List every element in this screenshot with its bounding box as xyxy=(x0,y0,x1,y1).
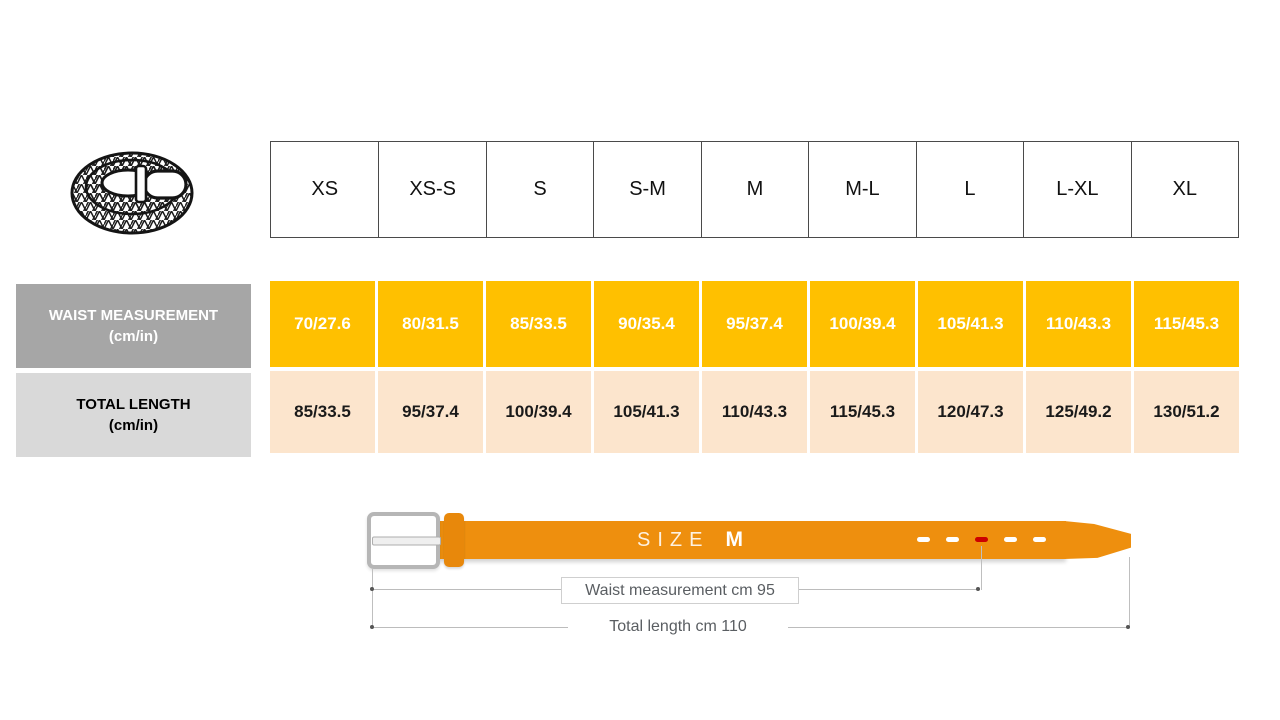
waist-value-cell: 70/27.6 xyxy=(270,281,375,367)
size-header-cell: XS-S xyxy=(378,142,485,237)
tip-guide-line xyxy=(1129,557,1130,627)
size-header-cell: XL xyxy=(1130,142,1238,237)
waist-value-cell: 90/35.4 xyxy=(594,281,699,367)
size-label: SIZE xyxy=(637,528,710,551)
size-header-cell: L xyxy=(915,142,1023,237)
line-end-dot xyxy=(370,625,374,629)
length-value-cell: 100/39.4 xyxy=(486,371,591,453)
belt-tip xyxy=(1064,521,1131,559)
waist-value-cell: 85/33.5 xyxy=(486,281,591,367)
size-value: M xyxy=(725,528,743,551)
size-header-cell: S xyxy=(485,142,593,237)
line-end-dot xyxy=(1126,625,1130,629)
waist-value-cell: 100/39.4 xyxy=(810,281,915,367)
hole-guide-line xyxy=(981,546,982,590)
total-length-label-text: TOTAL LENGTH xyxy=(76,396,191,413)
buckle-guide-line xyxy=(372,569,373,627)
size-header-cell: XS xyxy=(311,178,339,200)
line-end-dot xyxy=(976,587,980,591)
length-value-cell: 95/37.4 xyxy=(378,371,483,453)
length-value-cell: 110/43.3 xyxy=(702,371,807,453)
belt-strap xyxy=(438,521,1066,559)
size-header-cell: S-M xyxy=(593,142,700,237)
total-length-annotation: Total length cm 110 xyxy=(568,616,788,638)
length-value-cell: 105/41.3 xyxy=(594,371,699,453)
length-value-cell: 85/33.5 xyxy=(270,371,375,453)
belt-size-text: SIZE M xyxy=(560,521,820,559)
total-length-values-row: 85/33.5 95/37.4 100/39.4 105/41.3 110/43… xyxy=(270,371,1239,453)
belt-hole xyxy=(917,537,930,542)
waist-value-cell: 95/37.4 xyxy=(702,281,807,367)
length-value-cell: 115/45.3 xyxy=(810,371,915,453)
waist-value-cell: 115/45.3 xyxy=(1134,281,1239,367)
belt-hole-highlighted xyxy=(975,537,988,542)
waist-measurement-row-label: WAIST MEASUREMENT (cm/in) xyxy=(16,284,251,368)
waist-value-cell: 105/41.3 xyxy=(918,281,1023,367)
waist-value-cell: 80/31.5 xyxy=(378,281,483,367)
belt-hole xyxy=(1033,537,1046,542)
length-value-cell: 120/47.3 xyxy=(918,371,1023,453)
length-value-cell: 130/51.2 xyxy=(1134,371,1239,453)
waist-value-cell: 110/43.3 xyxy=(1026,281,1131,367)
total-length-label-unit: (cm/in) xyxy=(108,417,159,434)
belt-buckle-prong xyxy=(372,536,441,545)
line-end-dot xyxy=(370,587,374,591)
belt-hole xyxy=(946,537,959,542)
total-length-row-label: TOTAL LENGTH (cm/in) xyxy=(16,373,251,457)
size-header-cell: L-XL xyxy=(1023,142,1130,237)
belt-keeper-loop xyxy=(444,513,464,567)
waist-measurement-annotation: Waist measurement cm 95 xyxy=(561,577,799,604)
size-header-cell: M-L xyxy=(808,142,915,237)
waist-label-unit: (cm/in) xyxy=(108,328,159,345)
waist-measurement-values-row: 70/27.6 80/31.5 85/33.5 90/35.4 95/37.4 … xyxy=(270,281,1239,367)
waist-label-text: WAIST MEASUREMENT xyxy=(48,307,219,324)
size-header-row: XS XS-S S S-M M M-L L L-XL XL xyxy=(270,141,1239,238)
belt-hole xyxy=(1004,537,1017,542)
length-value-cell: 125/49.2 xyxy=(1026,371,1131,453)
braided-belt-icon xyxy=(68,138,200,240)
belt-buckle xyxy=(367,512,441,569)
size-header-cell: M xyxy=(700,142,808,237)
